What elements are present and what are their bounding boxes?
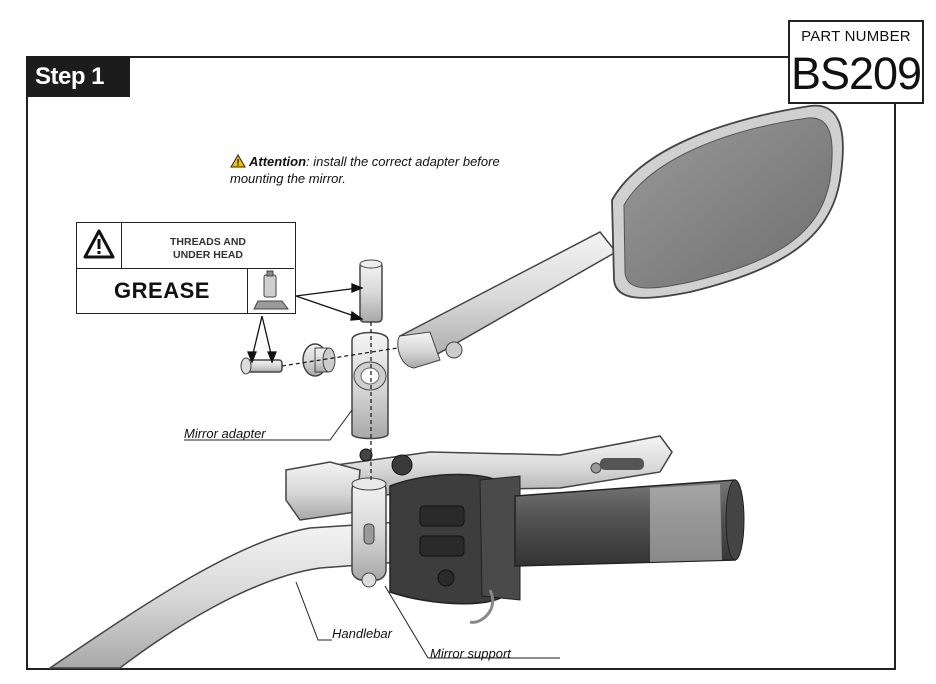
mirror	[397, 104, 844, 369]
assembly-lines	[281, 322, 411, 482]
mirror-adapter	[351, 331, 389, 440]
switch-housing	[389, 473, 521, 605]
part-number-value: BS209	[790, 48, 922, 99]
handlebar	[47, 521, 401, 669]
caution-icon	[83, 229, 115, 259]
grease-instruction-2: UNDER HEAD	[172, 249, 243, 261]
grease-instruction-1: THREADS AND	[169, 236, 247, 248]
grease-card: THREADS AND UNDER HEAD GREASE	[76, 222, 296, 314]
mirror-support-clamp	[351, 477, 387, 588]
grease-tube-icon	[253, 270, 289, 310]
washer-nut	[302, 343, 336, 377]
diagram-frame	[26, 56, 896, 670]
attention-note: Attention: install the correct adapter b…	[230, 153, 550, 187]
attention-lead: Attention	[249, 154, 307, 169]
step-tab: Step 1	[26, 56, 130, 97]
attention-text-2: mounting the mirror.	[230, 171, 346, 186]
grease-arrows	[247, 283, 364, 364]
part-number-box: PART NUMBER BS209	[788, 20, 924, 104]
grease-card-instruction: THREADS AND UNDER HEAD	[123, 236, 293, 262]
callout-leaders	[184, 409, 560, 659]
grease-tube	[247, 269, 295, 313]
warning-icon	[230, 154, 246, 168]
attention-text-1: : install the correct adapter before	[306, 154, 500, 169]
grip	[514, 479, 745, 567]
grease-card-warning	[77, 223, 122, 268]
callout-mirror-support: Mirror support	[430, 646, 511, 661]
grease-card-top	[77, 223, 294, 269]
grease-label: GREASE	[114, 278, 210, 303]
callout-handlebar: Handlebar	[332, 626, 392, 641]
callout-mirror-adapter: Mirror adapter	[184, 426, 266, 441]
adapter-sleeve	[359, 259, 383, 323]
part-number-label: PART NUMBER	[801, 28, 911, 45]
bolt	[240, 357, 283, 375]
